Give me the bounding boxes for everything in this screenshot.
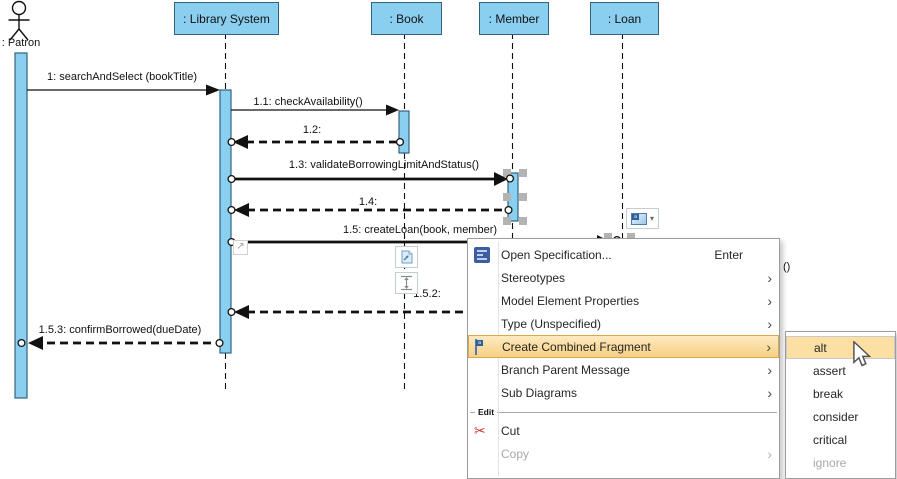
menu-section-label: Edit: [478, 406, 495, 417]
mouse-cursor-icon: [853, 341, 872, 367]
hidden-message-label-fragment: (): [783, 261, 791, 273]
extend-lifeline-resource-button[interactable]: [395, 272, 418, 294]
menu-item-stereotypes[interactable]: Stereotypes ›: [468, 266, 779, 289]
menu-item-label: Model Element Properties: [501, 293, 640, 308]
scissors-icon: ✂: [474, 422, 486, 438]
submenu-arrow-icon: ›: [766, 338, 771, 355]
activation-book: [398, 110, 410, 154]
message-label-1-1[interactable]: 1.1: checkAvailability(): [253, 96, 363, 108]
message-1[interactable]: [27, 84, 220, 96]
menu-item-open-specification[interactable]: Open Specification... Enter: [468, 243, 779, 266]
submenu-item-label: critical: [813, 432, 848, 447]
message-label-1-2[interactable]: 1.2:: [302, 124, 322, 136]
combined-fragment-icon: a: [630, 212, 647, 225]
activation-bars[interactable]: [14, 52, 519, 399]
reroute-message-icon[interactable]: ↗: [233, 240, 248, 255]
menu-item-label: Stereotypes: [501, 270, 566, 285]
message-1-1[interactable]: [231, 104, 399, 116]
lifeline-label: : Member: [488, 11, 540, 26]
menu-icon-gutter-divider: [498, 241, 499, 476]
menu-item-label: Copy: [501, 446, 530, 461]
menu-item-label: Open Specification...: [501, 247, 612, 262]
combined-fragment-submenu: alt assert break consider critical ignor…: [785, 331, 896, 479]
menu-item-type-unspecified[interactable]: Type (Unspecified) ›: [468, 312, 779, 335]
menu-item-branch-parent-message[interactable]: Branch Parent Message ›: [468, 358, 779, 381]
submenu-arrow-icon: ›: [767, 292, 772, 309]
message-1-5-3[interactable]: [17, 336, 224, 350]
menu-item-label: Cut: [501, 423, 520, 438]
menu-item-copy[interactable]: Copy ›: [468, 442, 779, 465]
submenu-arrow-icon: ›: [767, 384, 772, 401]
submenu-item-critical[interactable]: critical: [786, 428, 895, 451]
submenu-arrow-icon: ›: [767, 315, 772, 332]
message-label-1-3[interactable]: 1.3: validateBorrowingLimitAndStatus(): [288, 159, 480, 171]
menu-item-label: Create Combined Fragment: [502, 339, 651, 354]
combined-fragment-icon: a: [475, 338, 483, 355]
submenu-item-label: assert: [813, 363, 846, 378]
dropdown-arrow-icon: ▾: [649, 214, 654, 223]
submenu-item-consider[interactable]: consider: [786, 405, 895, 428]
message-1-5-2[interactable]: [227, 305, 467, 319]
menu-item-label: Sub Diagrams: [501, 385, 578, 400]
open-specification-resource-button[interactable]: [395, 246, 418, 268]
message-1-3[interactable]: [227, 172, 515, 186]
reroute-glyph: ↗: [236, 241, 245, 252]
spec-page-icon: [401, 250, 413, 263]
submenu-arrow-icon: ›: [767, 269, 772, 286]
submenu-item-label: alt: [814, 340, 827, 355]
lifeline-label: : Library System: [183, 11, 270, 26]
message-label-1-4[interactable]: 1.4:: [358, 196, 378, 208]
menu-item-sub-diagrams[interactable]: Sub Diagrams ›: [468, 381, 779, 404]
message-1-2[interactable]: [227, 135, 405, 149]
submenu-item-alt[interactable]: alt: [786, 336, 895, 359]
submenu-item-ignore[interactable]: ignore: [786, 451, 895, 474]
lifeline-label: : Book: [389, 11, 424, 26]
actor-icon[interactable]: [8, 0, 30, 41]
lifeline-loan[interactable]: : Loan: [590, 2, 659, 35]
lifeline-library-system[interactable]: : Library System: [174, 2, 279, 35]
create-combined-fragment-resource-button[interactable]: a ▾: [626, 208, 659, 229]
submenu-item-label: break: [813, 386, 844, 401]
message-label-1[interactable]: 1: searchAndSelect (bookTitle): [47, 71, 197, 83]
menu-item-label: Type (Unspecified): [501, 316, 602, 331]
lifeline-label: : Loan: [607, 11, 642, 26]
context-menu: Open Specification... Enter Stereotypes …: [467, 238, 780, 479]
submenu-item-label: consider: [813, 409, 859, 424]
resize-vertical-icon: [401, 275, 412, 291]
menu-item-model-element-properties[interactable]: Model Element Properties ›: [468, 289, 779, 312]
specification-icon: [474, 246, 490, 263]
submenu-arrow-icon: ›: [767, 445, 772, 462]
submenu-item-break[interactable]: break: [786, 382, 895, 405]
activation-patron: [14, 52, 28, 399]
actor-label: : Patron: [1, 37, 41, 49]
fragment-operator-tab: a: [631, 213, 639, 220]
activation-library-system: [219, 89, 232, 354]
menu-item-create-combined-fragment[interactable]: a Create Combined Fragment ›: [468, 335, 779, 358]
menu-item-shortcut: Enter: [714, 247, 743, 262]
menu-item-cut[interactable]: ✂ Cut: [468, 419, 779, 442]
lifeline-book[interactable]: : Book: [371, 2, 442, 35]
lifeline-member[interactable]: : Member: [479, 2, 549, 35]
menu-section-separator: Edit: [470, 405, 777, 419]
message-label-1-5-2[interactable]: 1.5.2:: [413, 288, 441, 300]
menu-item-label: Branch Parent Message: [501, 362, 630, 377]
message-1-4[interactable]: [227, 203, 513, 217]
submenu-item-label: ignore: [813, 455, 847, 470]
message-label-1-5-3[interactable]: 1.5.3: confirmBorrowed(dueDate): [38, 324, 202, 336]
message-label-1-5[interactable]: 1.5: createLoan(book, member): [342, 224, 498, 236]
submenu-arrow-icon: ›: [767, 361, 772, 378]
selection-handles[interactable]: [503, 169, 635, 241]
submenu-item-assert[interactable]: assert: [786, 359, 895, 382]
